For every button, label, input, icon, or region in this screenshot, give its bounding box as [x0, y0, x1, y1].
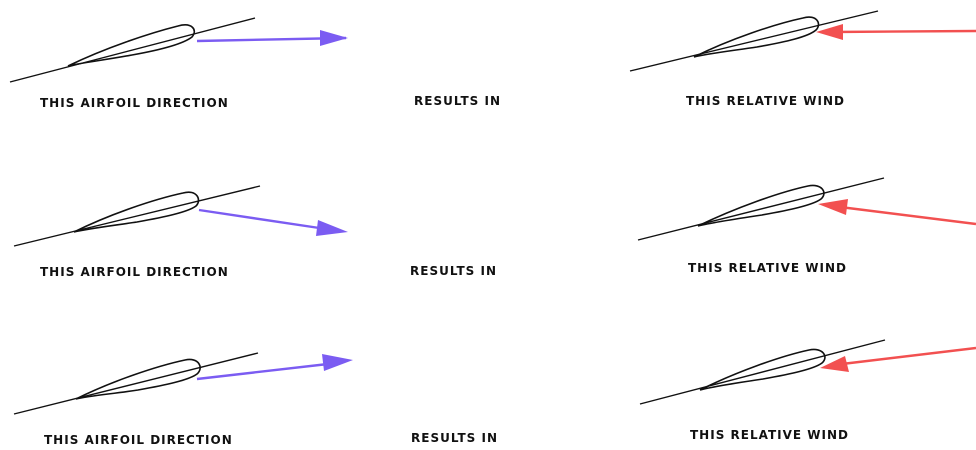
- relative-wind-arrowhead: [818, 199, 848, 215]
- relative-wind-arrowhead: [816, 24, 843, 40]
- relative-wind-arrow: [839, 205, 976, 226]
- chord-line: [637, 177, 885, 241]
- airfoil-direction-arrowhead: [322, 354, 353, 371]
- row2-middle-label: RESULTS IN: [410, 264, 497, 278]
- row1-right-airfoil: [629, 10, 976, 72]
- chord-line: [629, 10, 879, 72]
- row3-left-airfoil: [13, 352, 353, 415]
- row2-left-label: THIS AIRFOIL DIRECTION: [40, 265, 229, 279]
- airfoil-profile: [75, 358, 201, 400]
- row3-right-airfoil: [639, 339, 976, 405]
- relative-wind-arrow: [841, 346, 976, 366]
- airfoil-direction-arrow: [196, 362, 329, 381]
- row3-right-label: THIS RELATIVE WIND: [690, 428, 849, 442]
- chord-line: [639, 339, 886, 405]
- chord-line: [13, 185, 261, 247]
- airfoil-profile: [699, 348, 826, 391]
- row3-middle-label: RESULTS IN: [411, 431, 498, 445]
- chord-line: [9, 17, 256, 83]
- row1-left-airfoil: [9, 17, 348, 83]
- row2-right-label: THIS RELATIVE WIND: [688, 261, 847, 275]
- row1-left-label: THIS AIRFOIL DIRECTION: [40, 96, 229, 110]
- airfoil-direction-arrowhead: [320, 30, 348, 46]
- row2-right-airfoil: [637, 177, 976, 241]
- row3-left-label: THIS AIRFOIL DIRECTION: [44, 433, 233, 447]
- airfoil-profile: [693, 16, 820, 58]
- chord-line: [13, 352, 259, 415]
- row1-middle-label: RESULTS IN: [414, 94, 501, 108]
- airfoil-profile: [697, 184, 825, 227]
- row1-right-label: THIS RELATIVE WIND: [686, 94, 845, 108]
- relative-wind-arrow: [831, 29, 976, 34]
- row2-left-airfoil: [13, 185, 348, 247]
- airfoil-direction-arrow: [198, 208, 327, 231]
- airfoil-direction-arrowhead: [316, 220, 348, 236]
- airfoil-profile: [73, 191, 200, 233]
- airfoil-profile: [67, 24, 196, 67]
- relative-wind-arrowhead: [820, 356, 849, 372]
